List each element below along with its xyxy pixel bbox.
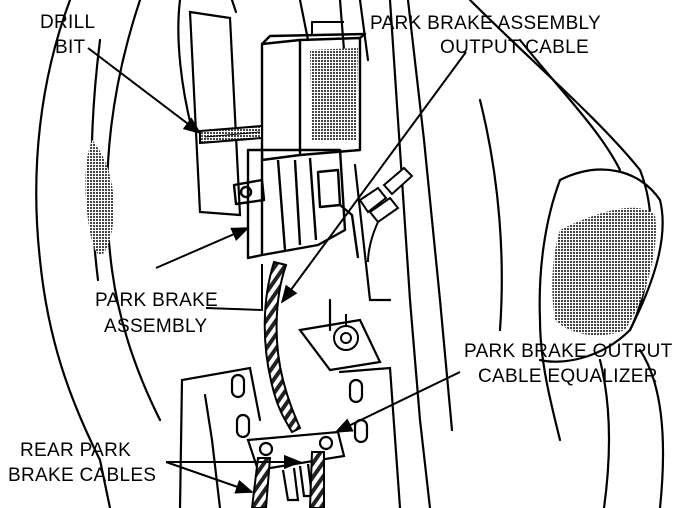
label-rear-cables-line1: REAR PARK [20,440,131,461]
label-park-brake-assembly-line1: PARK BRAKE [95,290,218,311]
drill-bit [199,124,263,145]
rear-cables [250,451,325,508]
output-cable [263,260,302,434]
mounting-nut [333,314,359,351]
label-drill-bit-line1: DRILL [40,12,95,33]
label-rear-cables-line2: BRAKE CABLES [8,465,156,486]
shaded-regions [85,48,656,336]
label-output-cable-line1: PARK BRAKE ASSEMBLY [370,13,601,34]
park-brake-assembly-unit [232,32,367,260]
cable-equalizer [246,430,346,502]
label-equalizer-line1: PARK BRAKE OUTPUT [464,341,673,362]
label-drill-bit-line2: BIT [55,37,86,58]
label-equalizer-line2: CABLE EQUALIZER [478,366,658,387]
label-park-brake-assembly-line2: ASSEMBLY [104,316,207,337]
connector [358,166,414,263]
leader-lines [87,21,467,494]
label-output-cable-line2: OUTPUT CABLE [440,37,589,58]
